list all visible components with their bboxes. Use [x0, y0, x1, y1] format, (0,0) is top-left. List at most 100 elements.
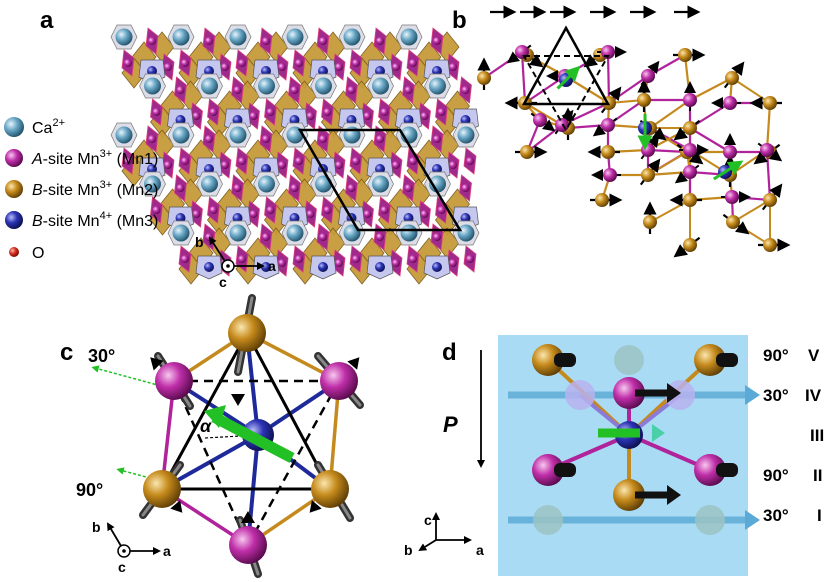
legend-o-sphere [9, 247, 19, 257]
mn1-atom [148, 135, 156, 143]
bond [731, 77, 771, 104]
mn1-atom [148, 37, 156, 45]
axis-d-c-label: c [424, 512, 432, 528]
mn1-atom [603, 168, 617, 182]
spin-arrowhead [667, 485, 681, 505]
mn1-atom [376, 37, 384, 45]
mn1-atom [409, 157, 417, 165]
mn3-atom [147, 66, 157, 76]
mn1-atom [181, 255, 189, 263]
ca-atom [258, 175, 275, 193]
ca-atom [343, 28, 361, 46]
mn3-atom [375, 164, 385, 174]
mn1-atom [233, 86, 242, 94]
mn3-atom [204, 262, 214, 272]
mn3-moment [713, 160, 744, 181]
legend-ca-label: Ca2+ [32, 117, 65, 137]
mn1-atom [124, 59, 132, 67]
row-2-angle: 90° [763, 466, 789, 485]
mn3-moment [211, 412, 295, 463]
mn1-atom [209, 206, 218, 214]
mn2-atom [520, 145, 534, 159]
mn3-moment [556, 65, 581, 90]
mn1-atom [433, 37, 441, 45]
row-5-angle: 90° [763, 346, 789, 365]
bond [526, 124, 563, 153]
mn1-atom [262, 37, 270, 45]
mn1-atom [461, 86, 470, 94]
mn3-atom [147, 164, 157, 174]
spin-row-arrowhead [745, 510, 760, 530]
mn1-atom [229, 526, 267, 564]
alpha-reference [204, 434, 259, 439]
mn1-atom [376, 135, 384, 143]
axes-panel-d: c b a [404, 512, 484, 558]
mn2-atom [601, 145, 615, 159]
mn2-atom [726, 215, 740, 229]
mn2-atom [763, 96, 777, 110]
mn1-atom [694, 454, 726, 486]
mn1-atom [532, 454, 564, 486]
mn1-atom [124, 157, 132, 165]
mn1-atom [295, 255, 303, 263]
mn2-atom [763, 193, 777, 207]
mn2-atom [678, 48, 692, 62]
mn3-atom [204, 164, 214, 174]
mn1-atom [725, 190, 739, 204]
mn1-atom [420, 210, 429, 218]
mn1-atom [723, 96, 737, 110]
mn1-atom [380, 206, 389, 214]
mn1-atom [555, 118, 569, 132]
mn1-atom [392, 63, 400, 71]
mn3-atom [318, 66, 328, 76]
mn1-atom [409, 255, 417, 263]
bond [649, 199, 691, 223]
spin-arrow-body [554, 463, 576, 477]
mn2-atom [311, 470, 349, 508]
mn1-atom [404, 184, 413, 192]
mn1-atom [319, 233, 327, 241]
ca-atom [372, 77, 389, 95]
mn1-atom [221, 63, 229, 71]
mn1-atom [205, 135, 213, 143]
mn1-atom [323, 108, 332, 116]
mn1-atom [420, 112, 429, 120]
mn1-atom [221, 161, 229, 169]
mn1-atom [409, 59, 417, 67]
layer-stack-panel-d [508, 344, 760, 535]
row-labels: 90° V 30° IV III 90° II 30° I [763, 346, 824, 525]
mn1-atom [723, 145, 737, 159]
mn1-atom [433, 233, 441, 241]
mn1-atom [205, 37, 213, 45]
faded-atom [533, 505, 563, 535]
panel-label-d: d [442, 339, 457, 366]
mn1-atom [352, 157, 360, 165]
mn1-atom [392, 259, 400, 267]
mn3-atom [403, 213, 414, 223]
mn1-atom [164, 63, 172, 71]
mn1-atom [290, 184, 299, 192]
magnetic-structure-panel-b [477, 5, 791, 258]
mn3-atom [375, 262, 385, 272]
spin-arrowhead [241, 511, 255, 523]
row-3-label: III [810, 426, 824, 445]
mn2-atom [763, 238, 777, 252]
mn2-atom [683, 193, 697, 207]
unit-cell-outline [297, 128, 463, 232]
axis-c-c-label: c [118, 559, 126, 575]
mn3-atom [432, 66, 442, 76]
mn1-atom [290, 86, 299, 94]
axes-panel-c: a b c [92, 519, 171, 575]
mn1-atom [380, 108, 389, 116]
ca-atom [286, 28, 304, 46]
mn1-atom [176, 86, 185, 94]
ca-atom [115, 126, 133, 144]
ca-atom [457, 224, 475, 242]
mn1-atom [760, 143, 774, 157]
mn1-atom [278, 259, 286, 267]
bond [524, 75, 566, 104]
legend-mn3-sphere [5, 211, 23, 229]
mn3-atom [289, 115, 300, 125]
mn1-atom [306, 210, 315, 218]
